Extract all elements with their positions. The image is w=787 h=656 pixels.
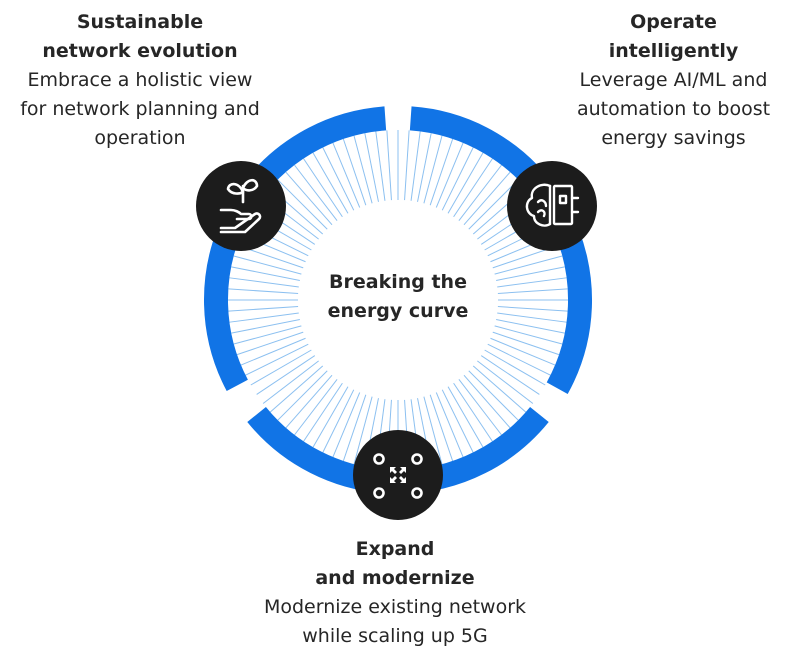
radial-line: [490, 337, 556, 366]
radial-line: [229, 312, 299, 323]
caption-desc-line1: Leverage AI/ML and: [579, 69, 768, 91]
radial-line: [447, 152, 484, 214]
radial-line: [495, 319, 565, 334]
center-label-line1: Breaking the: [329, 271, 467, 293]
radial-line: [353, 135, 373, 204]
radial-line: [497, 312, 567, 323]
caption-title-line2: and modernize: [315, 567, 475, 589]
radial-line: [294, 379, 338, 436]
radial-line: [294, 164, 338, 221]
radial-line: [322, 147, 355, 211]
caption-desc-line2: while scaling up 5G: [302, 625, 488, 647]
radial-line: [453, 382, 493, 442]
radial-line: [494, 255, 563, 275]
radial-line: [312, 152, 349, 214]
caption-title-line2: intelligently: [608, 40, 739, 62]
radial-line: [256, 355, 316, 395]
expand-network-icon: [353, 430, 443, 520]
radial-line: [312, 386, 349, 448]
radial-line: [342, 394, 367, 462]
radial-line: [495, 266, 565, 281]
radial-line: [269, 365, 324, 413]
brain-chip-icon: [507, 161, 597, 251]
radial-line: [240, 337, 306, 366]
radial-line: [236, 331, 304, 356]
radial-line: [410, 131, 421, 201]
radial-line: [303, 382, 343, 442]
radial-line: [492, 331, 560, 356]
radial-line: [417, 133, 432, 203]
radial-line: [497, 306, 568, 312]
radial-line: [364, 133, 379, 203]
caption-title-line2: network evolution: [42, 40, 238, 62]
radial-line: [463, 374, 511, 429]
caption-desc-line3: operation: [94, 127, 186, 149]
radial-line: [404, 130, 410, 201]
radial-line: [228, 288, 299, 294]
radial-line: [303, 158, 343, 218]
radial-line: [322, 389, 355, 453]
caption-operate-intelligently: Operate intelligently Leverage AI/ML and…: [560, 8, 787, 153]
plant-in-hand-icon: [196, 161, 286, 251]
radial-line: [233, 255, 302, 275]
radial-line: [285, 171, 333, 226]
radial-line: [435, 142, 464, 208]
caption-title-line1: Operate: [630, 11, 717, 33]
radial-line: [441, 147, 474, 211]
center-label-line2: energy curve: [327, 300, 469, 322]
radial-line: [468, 370, 519, 421]
caption-desc-line1: Modernize existing network: [263, 596, 527, 618]
radial-line: [423, 396, 443, 465]
radial-line: [484, 349, 546, 386]
radial-line: [429, 138, 454, 206]
radial-line: [494, 325, 563, 345]
radial-line: [497, 288, 568, 294]
caption-expand-and-modernize: Expand and modernize Modernize existing …: [240, 535, 550, 651]
radial-line: [441, 389, 474, 453]
radial-line: [233, 325, 302, 345]
radial-line: [353, 396, 373, 465]
radial-line: [228, 306, 299, 312]
radial-line: [245, 343, 309, 376]
caption-desc-line3: energy savings: [601, 127, 746, 149]
radial-line: [277, 370, 328, 421]
radial-line: [453, 158, 493, 218]
radial-line: [277, 179, 328, 230]
caption-desc-line2: for network planning and: [20, 98, 260, 120]
radial-line: [458, 164, 502, 221]
radial-line: [332, 142, 361, 208]
caption-sustainable-network-evolution: Sustainable network evolution Embrace a …: [0, 8, 280, 153]
radial-line: [229, 277, 299, 288]
radial-line: [463, 171, 511, 226]
caption-title-line1: Expand: [355, 538, 435, 560]
radial-line: [423, 135, 443, 204]
radial-line: [429, 394, 454, 462]
radial-line: [458, 379, 502, 436]
caption-title-line1: Sustainable: [76, 11, 204, 33]
radial-line: [332, 392, 361, 458]
radial-line: [472, 365, 527, 413]
center-label: Breaking the energy curve: [300, 268, 496, 326]
radial-line: [435, 392, 464, 458]
radial-line: [477, 360, 534, 404]
radial-line: [231, 319, 301, 334]
radial-line: [497, 277, 567, 288]
radial-line: [447, 386, 484, 448]
radial-line: [262, 360, 319, 404]
radial-line: [285, 374, 333, 429]
radial-line: [250, 349, 312, 386]
radial-line: [386, 130, 392, 201]
radial-line: [375, 131, 386, 201]
caption-desc-line1: Embrace a holistic view: [27, 69, 253, 91]
radial-line: [480, 355, 540, 395]
radial-line: [342, 138, 367, 206]
radial-line: [468, 179, 519, 230]
radial-line: [487, 343, 551, 376]
caption-desc-line2: automation to boost: [576, 98, 771, 120]
center-disc: [298, 200, 498, 400]
radial-line: [231, 266, 301, 281]
